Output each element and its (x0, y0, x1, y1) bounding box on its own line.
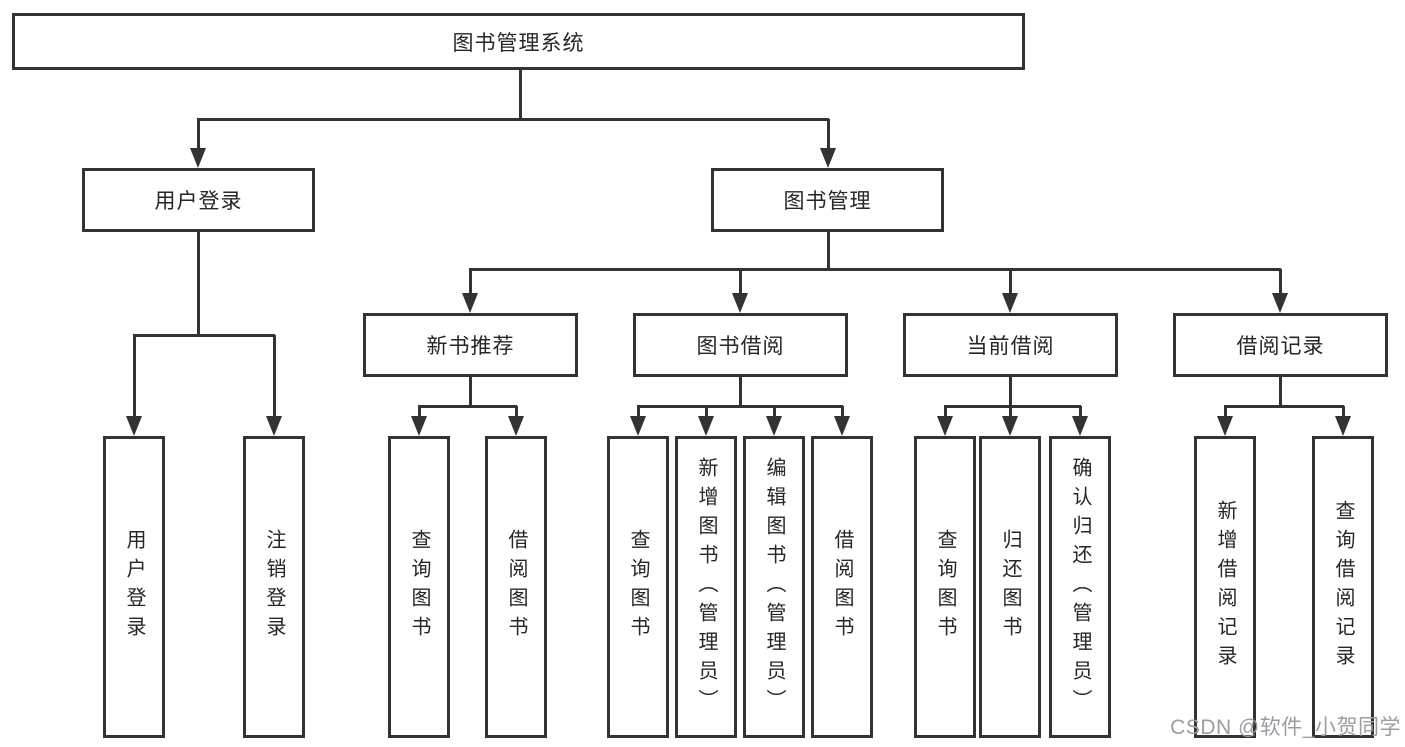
connector-line (637, 404, 843, 408)
connector-line (418, 404, 517, 408)
node-leaf-query-borrow-record: 查询借阅记录 (1312, 436, 1374, 738)
connector-line (1008, 269, 1012, 297)
connector-line (1008, 377, 1012, 406)
connector-line (1278, 269, 1282, 297)
arrowhead-down-icon (834, 416, 850, 436)
node-label: 编辑图书（管理员） (763, 456, 785, 718)
node-leaf-add-books: 新增图书（管理员） (675, 436, 737, 738)
connector-line (636, 406, 640, 420)
arrowhead-down-icon (1217, 416, 1233, 436)
node-leaf-borrow-books-2: 借阅图书 (811, 436, 873, 738)
node-label: 新书推荐 (426, 335, 515, 358)
arrowhead-down-icon (698, 416, 714, 436)
arrowhead-down-icon (820, 148, 836, 168)
node-new-book-recommend: 新书推荐 (363, 313, 578, 377)
connector-line (468, 377, 472, 406)
arrowhead-down-icon (126, 416, 142, 436)
node-label: 借阅记录 (1236, 335, 1325, 358)
node-leaf-confirm-return: 确认归还（管理员） (1049, 436, 1111, 738)
arrowhead-down-icon (1002, 293, 1018, 313)
connector-line (944, 404, 1081, 408)
node-book-management: 图书管理 (711, 168, 944, 232)
node-leaf-query-books-2: 查询图书 (607, 436, 669, 738)
connector-line (772, 406, 776, 420)
connector-line (738, 269, 742, 297)
connector-line (514, 406, 518, 420)
connector-line (1278, 377, 1282, 406)
connector-line (704, 406, 708, 420)
arrowhead-down-icon (630, 416, 646, 436)
arrowhead-down-icon (732, 293, 748, 313)
arrowhead-down-icon (1335, 416, 1351, 436)
node-borrowing-records: 借阅记录 (1173, 313, 1388, 377)
node-label: 新增借阅记录 (1214, 500, 1236, 674)
arrowhead-down-icon (508, 416, 524, 436)
connector-line (826, 232, 830, 269)
connector-line (943, 406, 947, 420)
node-user-login: 用户登录 (82, 168, 315, 232)
connector-line (469, 267, 1281, 271)
arrowhead-down-icon (462, 293, 478, 313)
node-current-borrowing: 当前借阅 (903, 313, 1118, 377)
node-book-borrowing: 图书借阅 (633, 313, 848, 377)
connector-line (1224, 404, 1344, 408)
node-label: 查询图书 (627, 529, 649, 645)
node-label: 注销登录 (263, 529, 285, 645)
node-label: 借阅图书 (831, 529, 853, 645)
connector-line (133, 333, 275, 337)
connector-line (468, 269, 472, 297)
arrowhead-down-icon (411, 416, 427, 436)
node-label: 借阅图书 (505, 529, 527, 645)
node-label: 查询借阅记录 (1332, 500, 1354, 674)
node-leaf-edit-books: 编辑图书（管理员） (743, 436, 805, 738)
connector-line (196, 232, 200, 335)
node-leaf-query-books-3: 查询图书 (914, 436, 976, 738)
connector-line (826, 119, 830, 152)
arrowhead-down-icon (766, 416, 782, 436)
node-label: 图书借阅 (696, 335, 785, 358)
node-leaf-borrow-books-1: 借阅图书 (485, 436, 547, 738)
connector-line (272, 335, 276, 420)
node-label: 确认归还（管理员） (1069, 456, 1091, 718)
node-leaf-user-login: 用户登录 (103, 436, 165, 738)
node-leaf-return-books: 归还图书 (979, 436, 1041, 738)
connector-line (197, 117, 829, 121)
node-label: 图书管理 (783, 190, 872, 213)
arrowhead-down-icon (190, 148, 206, 168)
node-leaf-add-borrow-record: 新增借阅记录 (1194, 436, 1256, 738)
arrowhead-down-icon (1072, 416, 1088, 436)
arrowhead-down-icon (937, 416, 953, 436)
node-label: 用户登录 (154, 190, 243, 213)
node-leaf-logout: 注销登录 (243, 436, 305, 738)
node-label: 查询图书 (408, 529, 430, 645)
csdn-watermark: CSDN @软件_小贺同学 (1170, 716, 1401, 739)
connector-line (518, 70, 522, 119)
connector-line (1078, 406, 1082, 420)
connector-line (1223, 406, 1227, 420)
arrowhead-down-icon (1272, 293, 1288, 313)
node-leaf-query-books-1: 查询图书 (388, 436, 450, 738)
node-label: 用户登录 (123, 529, 145, 645)
connector-line (196, 119, 200, 152)
node-label: 新增图书（管理员） (695, 456, 717, 718)
node-root: 图书管理系统 (12, 13, 1025, 70)
connector-line (1341, 406, 1345, 420)
node-label: 图书管理系统 (452, 31, 585, 55)
connector-line (840, 406, 844, 420)
node-label: 查询图书 (934, 529, 956, 645)
node-label: 归还图书 (999, 529, 1021, 645)
arrowhead-down-icon (1002, 416, 1018, 436)
connector-line (738, 377, 742, 406)
node-label: 当前借阅 (966, 335, 1055, 358)
connector-line (1008, 406, 1012, 420)
arrowhead-down-icon (266, 416, 282, 436)
connector-line (417, 406, 421, 420)
connector-line (132, 335, 136, 420)
